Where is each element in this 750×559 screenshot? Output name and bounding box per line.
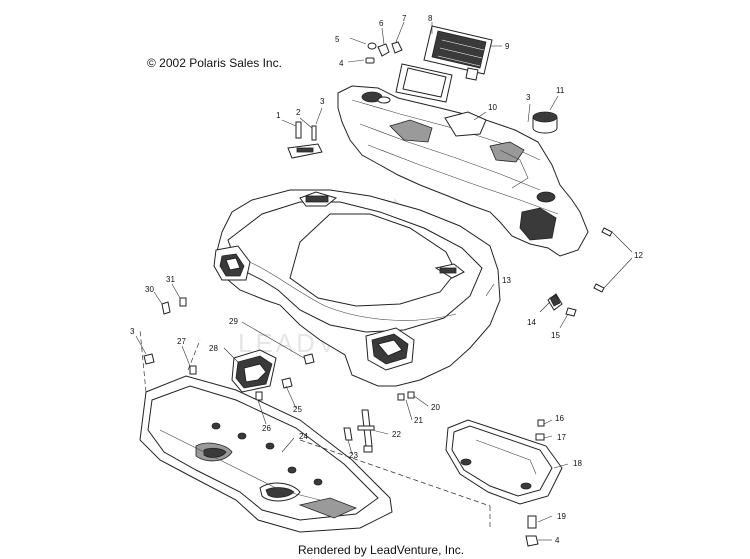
callout-12: 12 bbox=[634, 251, 643, 260]
callout-4: 4 bbox=[339, 59, 344, 68]
callout-28: 28 bbox=[209, 344, 218, 353]
callout-labels: 5 4 6 7 8 9 10 3 11 1 2 3 12 13 14 15 29… bbox=[130, 14, 643, 545]
callout-22: 22 bbox=[392, 430, 401, 439]
copyright-notice: © 2002 Polaris Sales Inc. bbox=[147, 56, 282, 70]
callout-30: 30 bbox=[145, 285, 154, 294]
gasket-part bbox=[395, 63, 453, 103]
leader-lines bbox=[135, 21, 569, 541]
callout-27: 27 bbox=[177, 337, 186, 346]
callout-18: 18 bbox=[573, 459, 582, 468]
bracket-part bbox=[287, 121, 323, 159]
cap-part bbox=[532, 111, 558, 134]
callout-14: 14 bbox=[527, 318, 536, 327]
grille-part bbox=[423, 25, 493, 81]
hardware-top bbox=[365, 41, 403, 64]
callout-26: 26 bbox=[262, 424, 271, 433]
side-hardware bbox=[547, 293, 577, 317]
callout-3-top: 3 bbox=[320, 97, 325, 106]
callout-3-left: 3 bbox=[130, 327, 135, 336]
rendered-by-footer: Rendered by LeadVenture, Inc. bbox=[298, 543, 465, 557]
under-tray-part bbox=[139, 375, 393, 533]
callout-24: 24 bbox=[299, 432, 308, 441]
callout-2: 2 bbox=[296, 108, 301, 117]
hood-part bbox=[213, 189, 501, 387]
callout-25: 25 bbox=[293, 405, 302, 414]
prop-rod-part bbox=[343, 409, 375, 453]
callout-11: 11 bbox=[556, 86, 565, 95]
callout-16: 16 bbox=[555, 414, 564, 423]
callout-31: 31 bbox=[166, 275, 175, 284]
callout-1: 1 bbox=[276, 111, 281, 120]
callout-4-bottom: 4 bbox=[555, 536, 560, 545]
storage-box-part bbox=[445, 419, 563, 505]
light-unit-part bbox=[231, 349, 277, 393]
callout-17: 17 bbox=[557, 433, 566, 442]
hardware-bottom-right bbox=[397, 391, 545, 547]
callout-8: 8 bbox=[428, 14, 433, 23]
callout-10: 10 bbox=[488, 103, 497, 112]
rear-housing-part bbox=[337, 85, 589, 257]
callout-7: 7 bbox=[402, 14, 407, 23]
callout-23: 23 bbox=[349, 451, 358, 460]
callout-13: 13 bbox=[502, 276, 511, 285]
callout-15: 15 bbox=[551, 331, 560, 340]
assembly-dashes bbox=[139, 329, 491, 530]
callout-9: 9 bbox=[505, 42, 510, 51]
callout-20: 20 bbox=[431, 403, 440, 412]
clip-hardware bbox=[593, 227, 633, 293]
callout-29: 29 bbox=[229, 317, 238, 326]
callout-5: 5 bbox=[335, 35, 340, 44]
callout-6: 6 bbox=[379, 19, 384, 28]
callout-21: 21 bbox=[414, 416, 423, 425]
callout-19: 19 bbox=[557, 512, 566, 521]
hardware-left bbox=[143, 297, 315, 401]
callout-3-right: 3 bbox=[526, 93, 531, 102]
